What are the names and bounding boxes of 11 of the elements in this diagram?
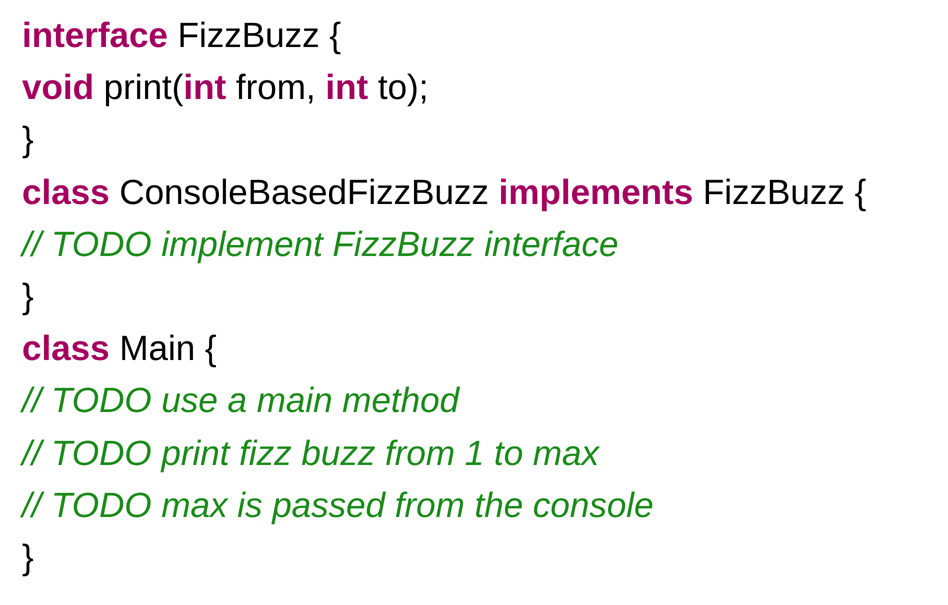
code-line: } — [22, 536, 34, 579]
code-line: interface FizzBuzz { — [22, 15, 342, 57]
code-line: class ConsoleBasedFizzBuzz implements FizzBuzz { — [22, 172, 866, 214]
code-line: void print(int from, int to); — [22, 67, 428, 110]
code-comment: // TODO use a main method — [22, 380, 460, 422]
code-line: } — [22, 276, 34, 318]
code-comment: // TODO max is passed from the console — [22, 484, 654, 527]
code-line: class Main { — [22, 328, 217, 370]
code-line: } — [22, 119, 34, 162]
code-comment: // TODO implement FizzBuzz interface — [22, 224, 618, 266]
code-comment: // TODO print fizz buzz from 1 to max — [22, 432, 600, 474]
